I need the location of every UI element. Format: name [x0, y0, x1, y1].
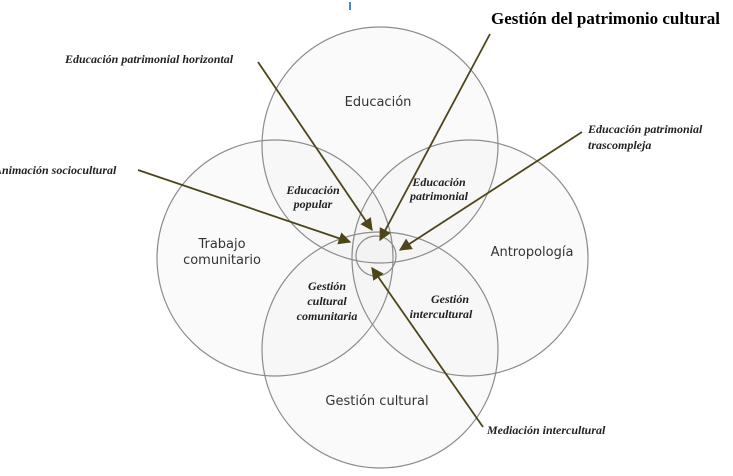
arrow-title — [379, 33, 491, 242]
callout-animacion-sociocultural: Animación sociocultural — [0, 163, 117, 177]
label-educacion: Educación — [345, 95, 412, 110]
label-gestion-comunitaria-3: comunitaria — [297, 309, 358, 323]
center-circle — [355, 235, 397, 277]
label-educacion-patrimonial-1: Educación — [411, 175, 466, 189]
circle-educacion — [261, 26, 499, 264]
circle-trabajo-comunitario — [156, 139, 394, 377]
label-gestion-comunitaria-1: Gestión — [308, 279, 346, 293]
callout-trascompleja-2: trascompleja — [588, 138, 651, 152]
arrow-animacion-sociocultural — [137, 169, 352, 245]
circle-antropologia — [351, 139, 589, 377]
label-educacion-popular-2: popular — [293, 197, 333, 211]
label-antropologia: Antropología — [491, 245, 574, 260]
arrow-educacion-horizontal — [257, 61, 373, 232]
label-comunitario: comunitario — [183, 253, 261, 268]
callout-trascompleja-1: Educación patrimonial — [587, 122, 703, 136]
label-educacion-patrimonial-2: patrimonial — [409, 189, 469, 203]
label-gestion-intercultural-1: Gestión — [431, 292, 469, 306]
callout-educacion-horizontal: Educación patrimonial horizontal — [64, 52, 234, 66]
label-gestion-cultural: Gestión cultural — [325, 394, 428, 409]
callout-mediacion-intercultural: Mediación intercultural — [486, 423, 606, 437]
label-educacion-popular-1: Educación — [285, 183, 340, 197]
diagram-title: Gestión del patrimonio cultural — [491, 9, 720, 28]
arrow-mediacion-intercultural — [371, 266, 484, 428]
arrow-trascompleja — [398, 131, 583, 251]
label-gestion-comunitaria-2: cultural — [307, 294, 347, 308]
label-trabajo: Trabajo — [197, 237, 245, 252]
label-gestion-intercultural-2: intercultural — [410, 307, 473, 321]
